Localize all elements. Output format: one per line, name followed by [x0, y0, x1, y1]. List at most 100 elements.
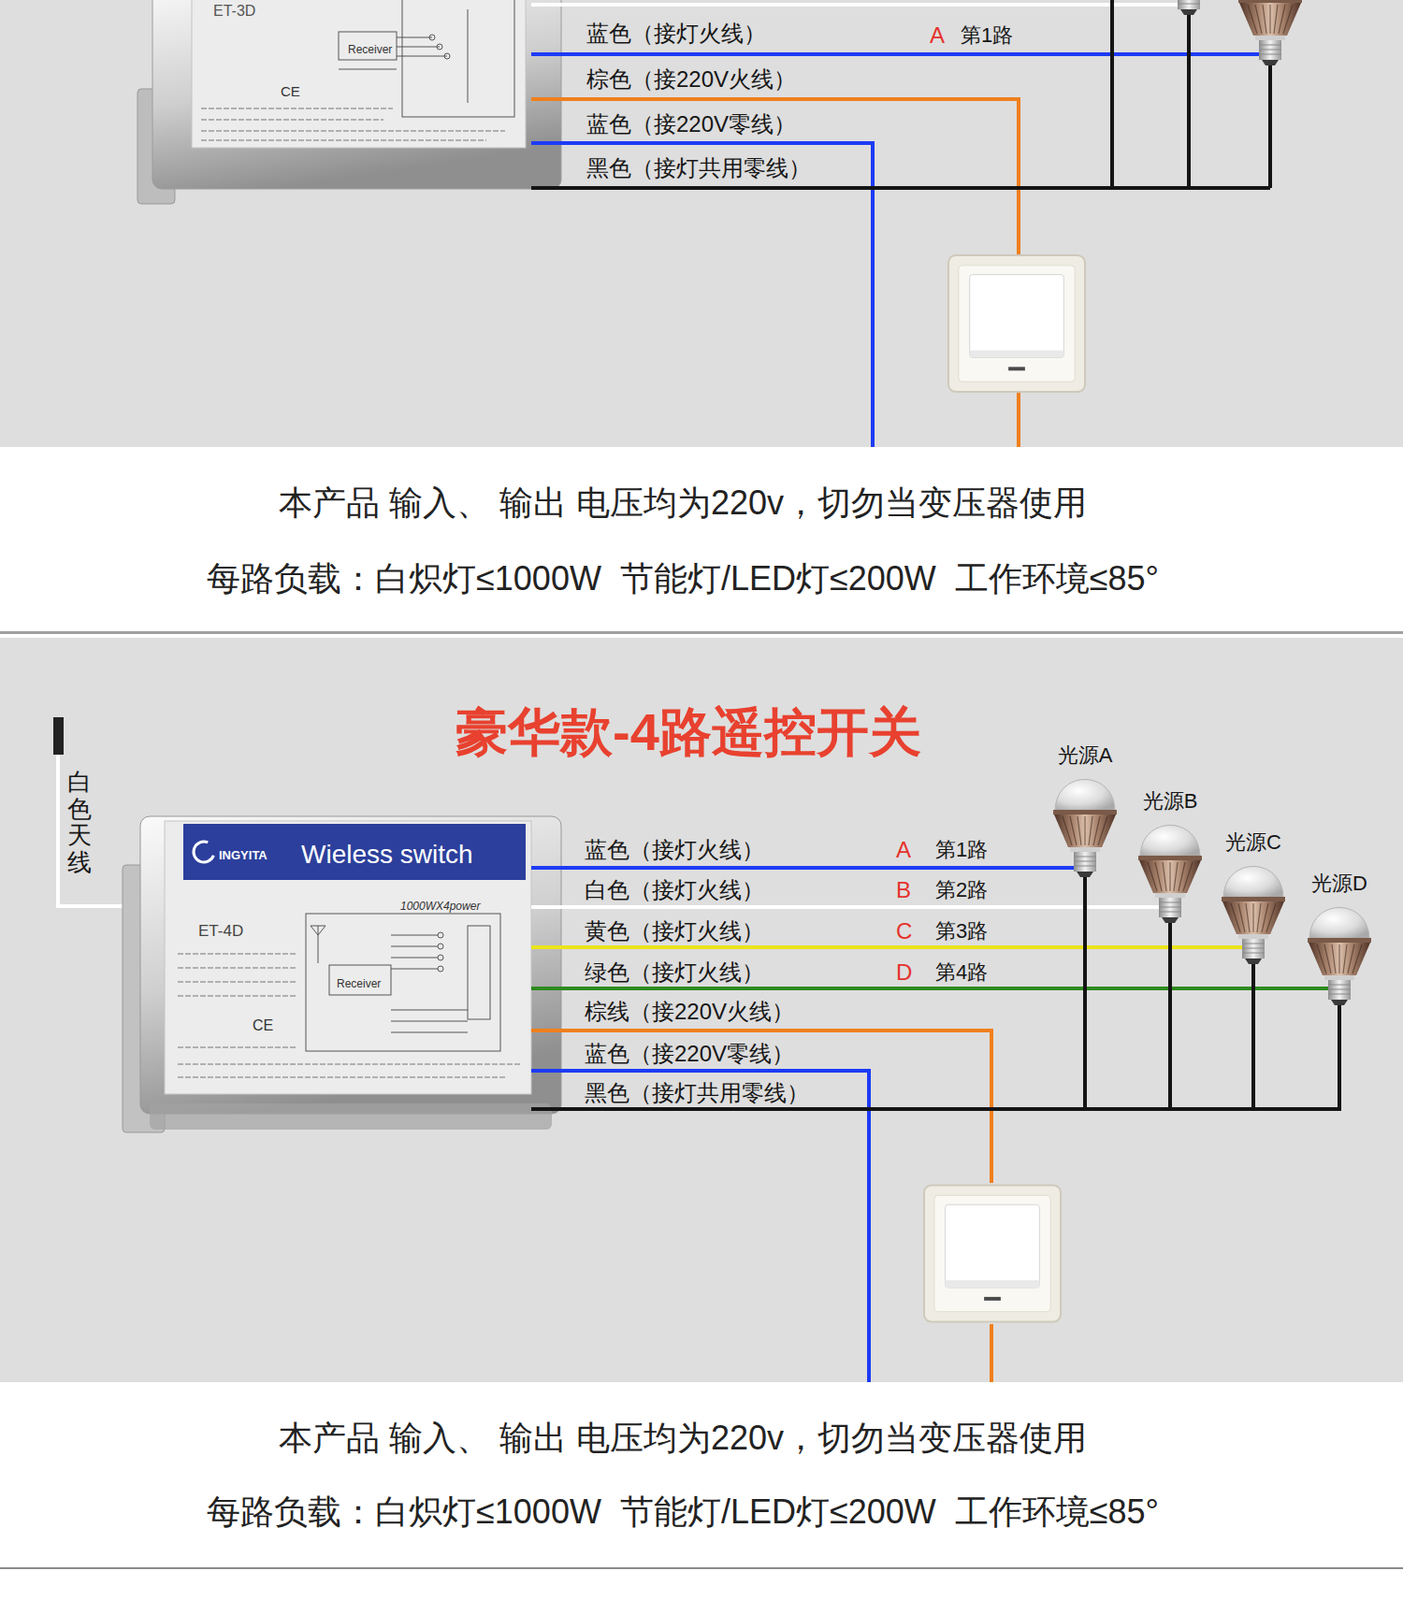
channel-name: 第1路: [960, 25, 1013, 46]
wire-stub: [531, 866, 562, 870]
circuit-frame: [305, 913, 501, 1052]
channel-letter: A: [896, 838, 912, 862]
wire-stub: [531, 1107, 562, 1112]
channel-name: 第1路: [935, 839, 988, 861]
fine-print: [201, 108, 506, 141]
note-text: 每路负载：白炽灯≤1000W 节能灯/LED灯≤200W 工作环境≤85°: [206, 562, 1159, 596]
bulb-shape: [1215, 853, 1291, 965]
wire-label: 蓝色（接灯火线）: [584, 838, 765, 862]
channel-letter: A: [929, 24, 945, 47]
bulb-icon: [1221, 867, 1286, 966]
antenna-tip: [53, 717, 64, 755]
top-module: [137, 0, 562, 204]
module-lip: [149, 1103, 552, 1130]
light-bulb: 光源D: [1301, 871, 1377, 1006]
bottom-panel: [0, 637, 1403, 1383]
bulb-shape: [1047, 766, 1123, 878]
wire-label: 黑色（接灯共用零线）: [584, 1082, 810, 1105]
circuit-lines: [310, 925, 468, 1033]
connector-group: [561, 867, 1340, 1110]
circuit-dot: [436, 43, 443, 50]
circuit-dot: [437, 954, 444, 961]
wire-label: 棕线（接220V火线）: [584, 1000, 795, 1024]
module-text: ET-3D: [213, 3, 256, 19]
module-text: Receiver: [347, 43, 392, 56]
light-bulb: 光源A: [1047, 743, 1123, 878]
fine-print: [177, 954, 521, 1078]
wire-common-neutral: [531, 0, 1271, 189]
bulb-icon: [1053, 780, 1117, 879]
wall-switch: [924, 1185, 1061, 1322]
note-text: 本产品 输入、 输出 电压均为220v，切勿当变压器使用: [278, 1421, 1087, 1456]
light-bulb: 光源B: [1132, 789, 1208, 924]
bulb-icon: [1307, 908, 1372, 1007]
wire-stub: [531, 945, 562, 950]
wire-label: 蓝色（接220V零线）: [586, 113, 796, 136]
module-text: INGYITA: [218, 849, 268, 862]
wire-connector: [561, 867, 1085, 878]
circuit-frame: [402, 0, 515, 117]
wire-label: 蓝色（接灯火线）: [586, 22, 767, 45]
circuit-dot: [429, 34, 435, 41]
bulb-label: 光源B: [1142, 789, 1199, 813]
module-text: Wieless switch: [301, 841, 474, 868]
antenna-label: 白色天线: [67, 768, 92, 876]
module-body: [140, 816, 562, 1114]
module-text: ET-4D: [198, 923, 244, 940]
bulb-label: 光源D: [1311, 871, 1368, 896]
module-text: CE: [280, 84, 301, 99]
circuit-lines: [338, 9, 468, 103]
bulb-icon: [1238, 0, 1302, 66]
wire-connector: [561, 923, 1171, 1110]
bulb-shape: [1132, 812, 1208, 924]
wire-label: 黄色（接灯火线）: [584, 920, 765, 943]
wire-connector: [561, 877, 1085, 1110]
receiver-box: [338, 31, 397, 60]
wire-label: 黑色（接灯共用零线）: [586, 157, 811, 180]
diagram-title: 豪华款-4路遥控开关: [455, 706, 922, 759]
channel-letter: C: [896, 920, 912, 943]
wire-label: 白色（接灯火线）: [584, 879, 765, 902]
wire-live: [531, 99, 1019, 448]
wire-neutral: [531, 1070, 869, 1383]
light-bulb: 光源C: [1215, 830, 1291, 965]
channel-name: 第3路: [935, 921, 988, 942]
bulb-label: 光源A: [1057, 743, 1114, 767]
channel-letter: B: [896, 879, 912, 902]
bulb-label: 光源C: [1225, 830, 1282, 854]
module-body: [152, 0, 562, 189]
brand-logo: [190, 838, 217, 866]
circuit-dot: [437, 932, 444, 939]
wire-connector: [561, 964, 1254, 1110]
module-text: 1000WX4power: [400, 900, 480, 912]
module-sticker: [164, 821, 532, 1095]
channel-name: 第4路: [935, 962, 988, 984]
receiver-module: INGYITA Wieless switch 1000WX4powerET-4D Re…: [122, 816, 562, 1133]
bulb-shape: [1301, 895, 1377, 1006]
receiver-box: [329, 965, 391, 996]
wall-switch: [948, 255, 1085, 392]
note-text: 每路负载：白炽灯≤1000W 节能灯/LED灯≤200W 工作环境≤85°: [206, 1495, 1159, 1530]
wire-live: [531, 1030, 992, 1383]
channel-name: 第2路: [935, 880, 988, 901]
wire-label: 绿色（接灯火线）: [584, 961, 765, 984]
wire-white: [531, 2, 1189, 7]
circuit-dot: [444, 53, 450, 59]
separator-line: [0, 631, 1403, 635]
bulb-icon: [1138, 825, 1202, 925]
wire-label: 棕色（接220V火线）: [586, 68, 796, 91]
module-text: CE: [252, 1018, 274, 1034]
brand-band: [183, 824, 526, 881]
wire-stub: [531, 905, 562, 910]
wire-label: 蓝色（接220V零线）: [584, 1042, 795, 1066]
channel-letter: D: [896, 961, 912, 984]
wire-blue: [531, 52, 1271, 57]
bulb-icon: [1157, 0, 1221, 15]
bottom-module: [122, 816, 562, 1133]
module-text: Receiver: [336, 978, 381, 990]
separator-line: [0, 1567, 1403, 1570]
module-sticker: [191, 0, 526, 148]
output-block: [467, 925, 491, 1020]
